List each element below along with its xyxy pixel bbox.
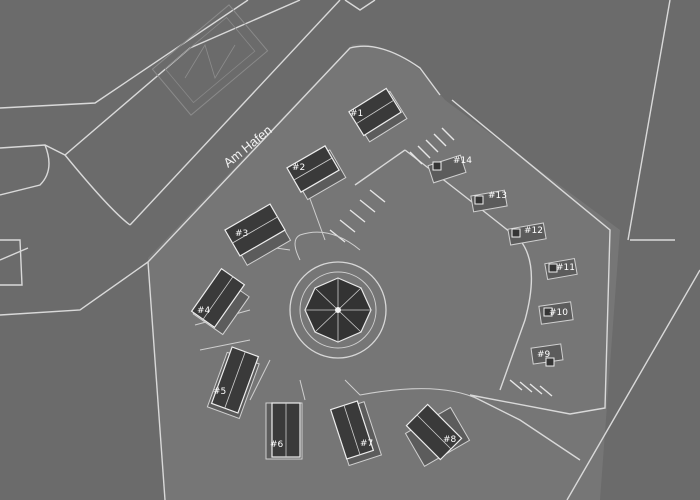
house-5[interactable]: #5: [206, 346, 260, 420]
cabin-label: #9: [537, 350, 551, 360]
house-label: #7: [360, 439, 373, 449]
cabin-13[interactable]: #13: [470, 189, 508, 213]
cabin-11[interactable]: #11: [544, 257, 578, 281]
house-label: #2: [292, 163, 305, 173]
house-label: #8: [443, 435, 457, 445]
house-2[interactable]: #2: [286, 145, 347, 201]
house-8[interactable]: #8: [404, 403, 471, 468]
house-1[interactable]: #1: [348, 87, 408, 143]
cabin-10[interactable]: #10: [538, 301, 574, 325]
house-label: #1: [350, 109, 363, 119]
cabin-label: #14: [453, 156, 472, 166]
house-label: #4: [197, 306, 211, 316]
cabin-label: #11: [556, 263, 575, 273]
house-label: #6: [270, 440, 284, 450]
cabin-14[interactable]: #14: [427, 154, 472, 184]
house-6[interactable]: #6: [265, 402, 303, 460]
parking-stalls: [329, 127, 553, 397]
octagon-pavilion-icon: [304, 277, 372, 343]
cabin-label: #12: [524, 226, 543, 236]
sports-court-icon: [151, 4, 269, 116]
cabin-9[interactable]: #9: [530, 343, 564, 367]
house-label: #5: [213, 387, 226, 397]
house-4[interactable]: #4: [190, 267, 250, 336]
cabin-label: #13: [488, 191, 507, 201]
central-plaza: [289, 261, 387, 359]
cabin-12[interactable]: #12: [507, 222, 547, 246]
house-3[interactable]: #3: [224, 203, 292, 267]
house-7[interactable]: #7: [329, 400, 383, 467]
house-label: #3: [235, 229, 248, 239]
cabin-label: #10: [549, 308, 568, 318]
